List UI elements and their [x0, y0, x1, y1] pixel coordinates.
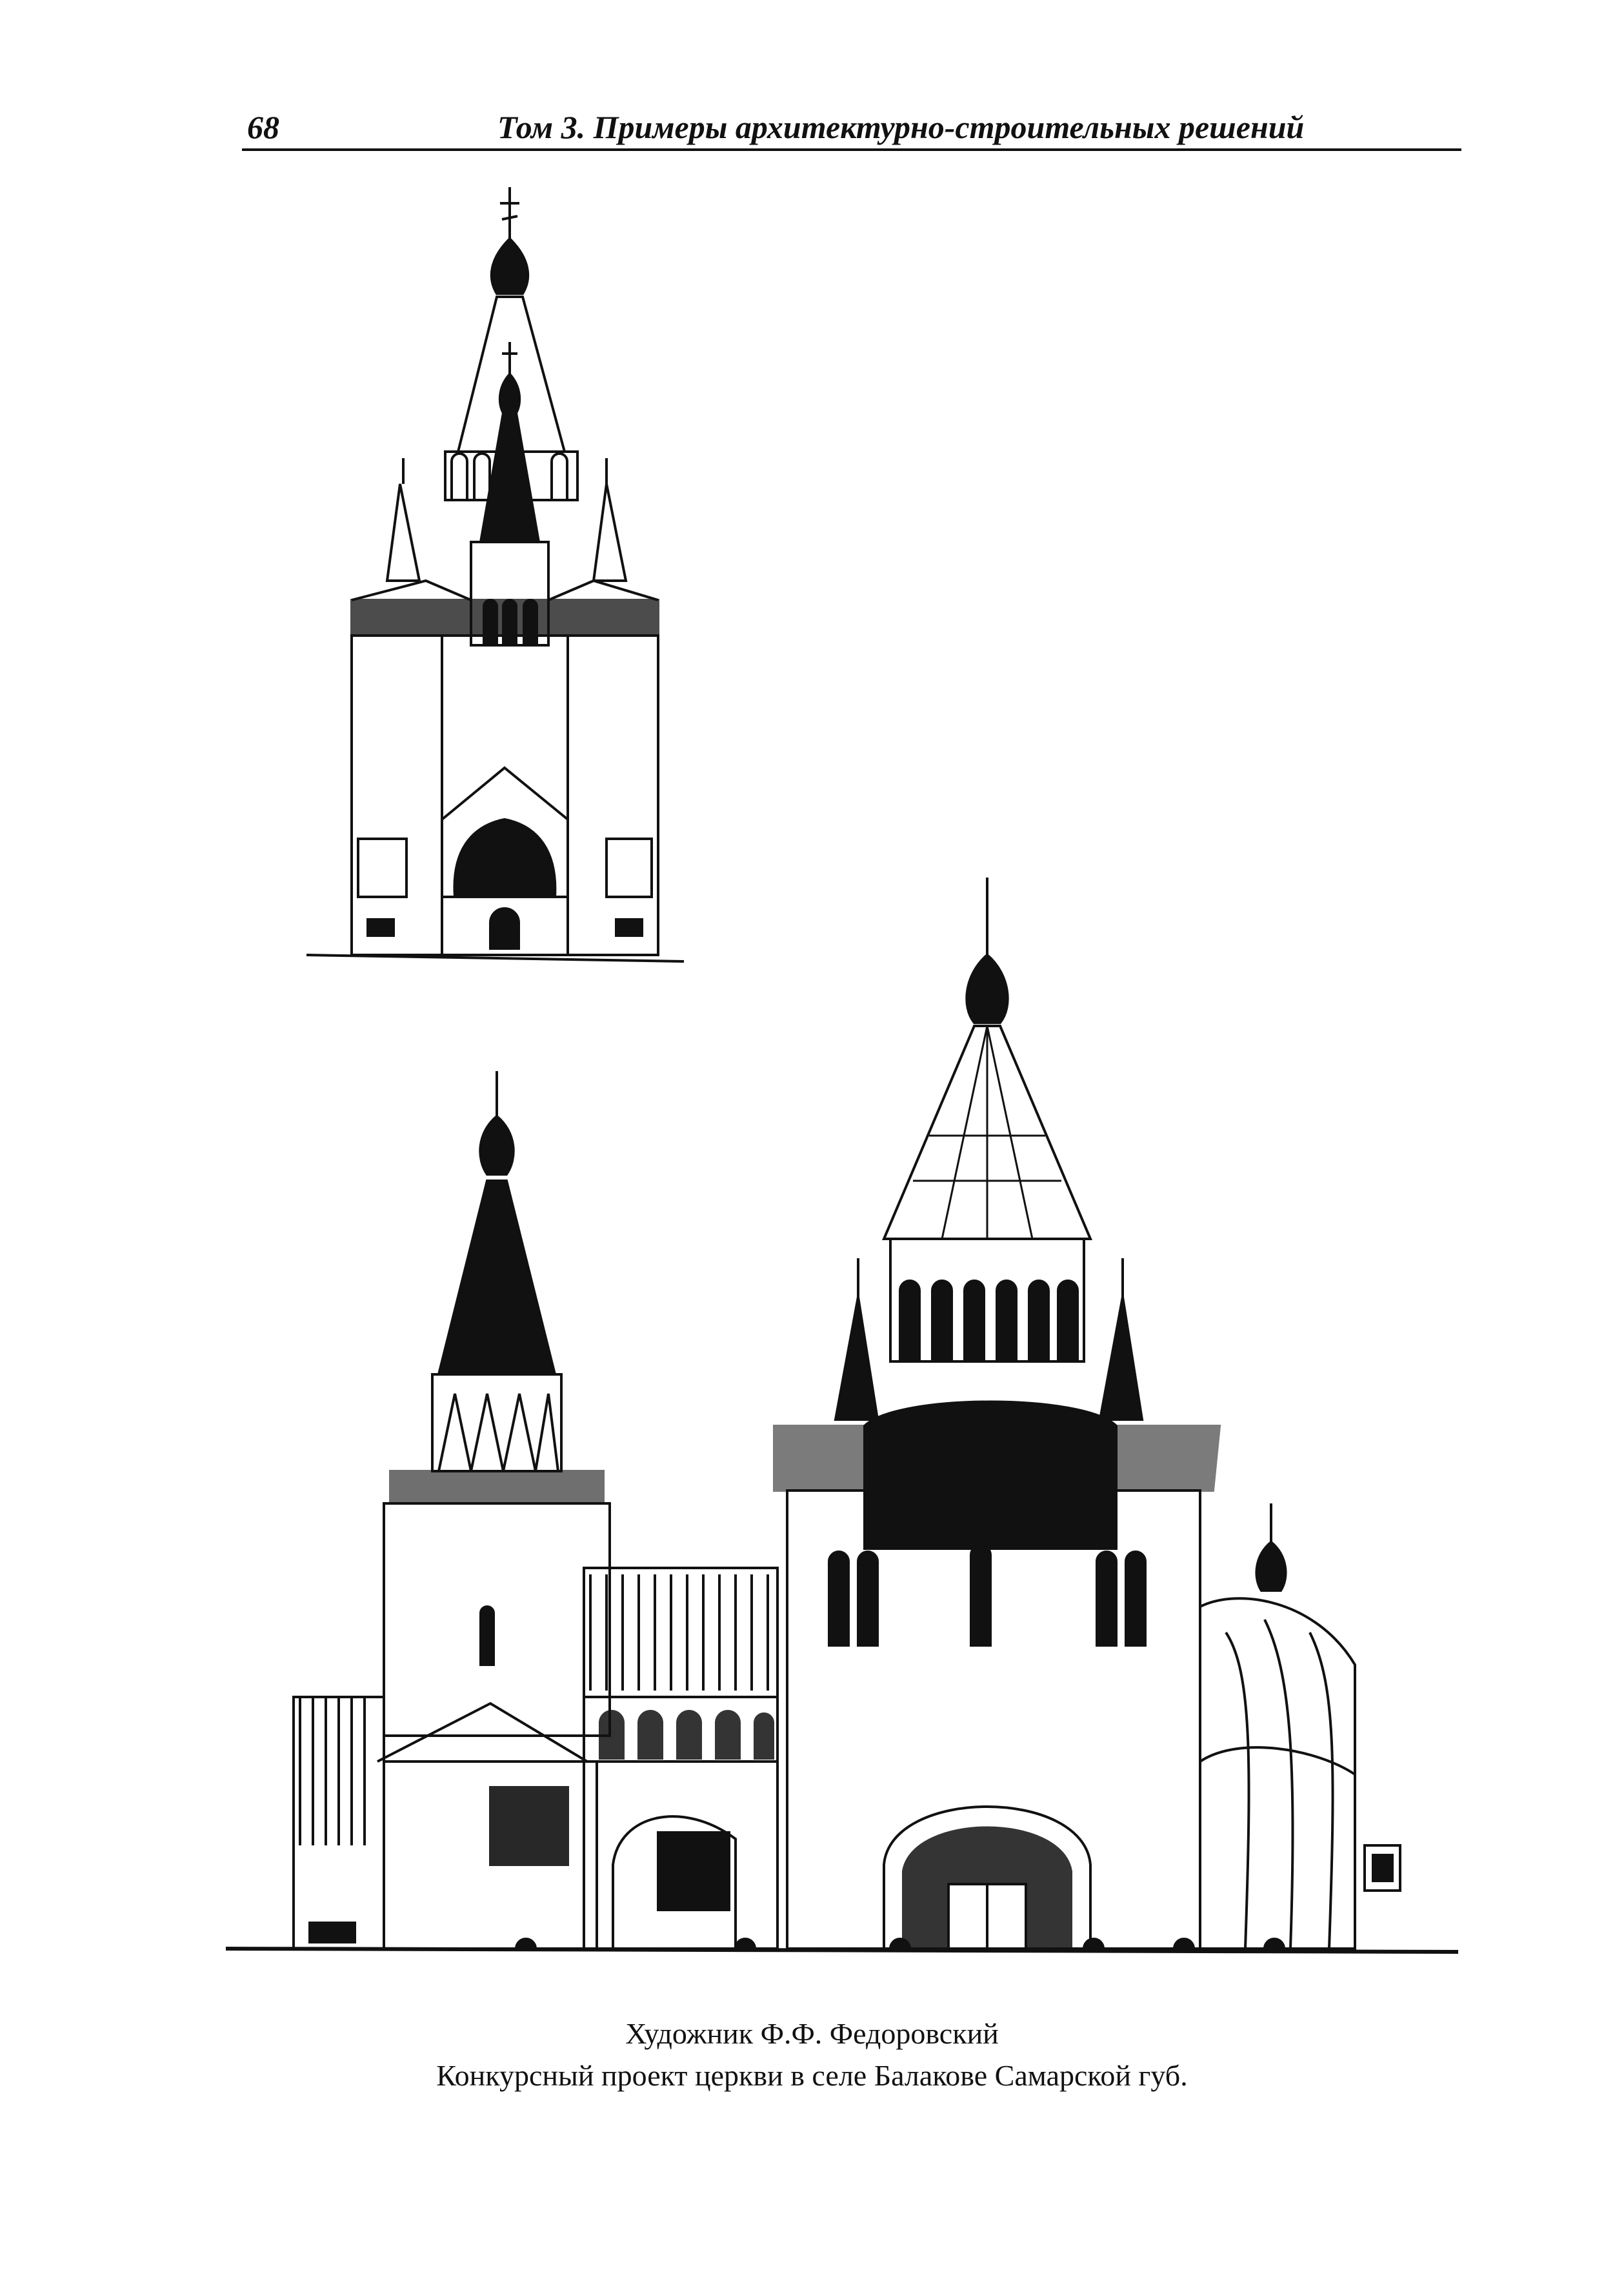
bell-tower-dome [479, 1114, 515, 1176]
top-cross-icon [500, 187, 519, 239]
page-number: 68 [247, 109, 279, 145]
caption-author: Художник Ф.Ф. Федоровский [625, 2017, 999, 2050]
figure-front-elevation [219, 858, 1465, 2020]
main-tent-roof [881, 1025, 1093, 1240]
bell-tower-spire [437, 1180, 557, 1376]
main-dome [965, 953, 1009, 1024]
onion-dome-top [490, 237, 530, 295]
running-title: Том 3. Примеры архитектурно-строительных… [497, 109, 1305, 145]
running-head: 68 Том 3. Примеры архитектурно-строитель… [242, 102, 1461, 151]
figure-side-elevation [297, 181, 697, 987]
caption-description: Конкурсный проект церкви в селе Балакове… [436, 2059, 1188, 2092]
